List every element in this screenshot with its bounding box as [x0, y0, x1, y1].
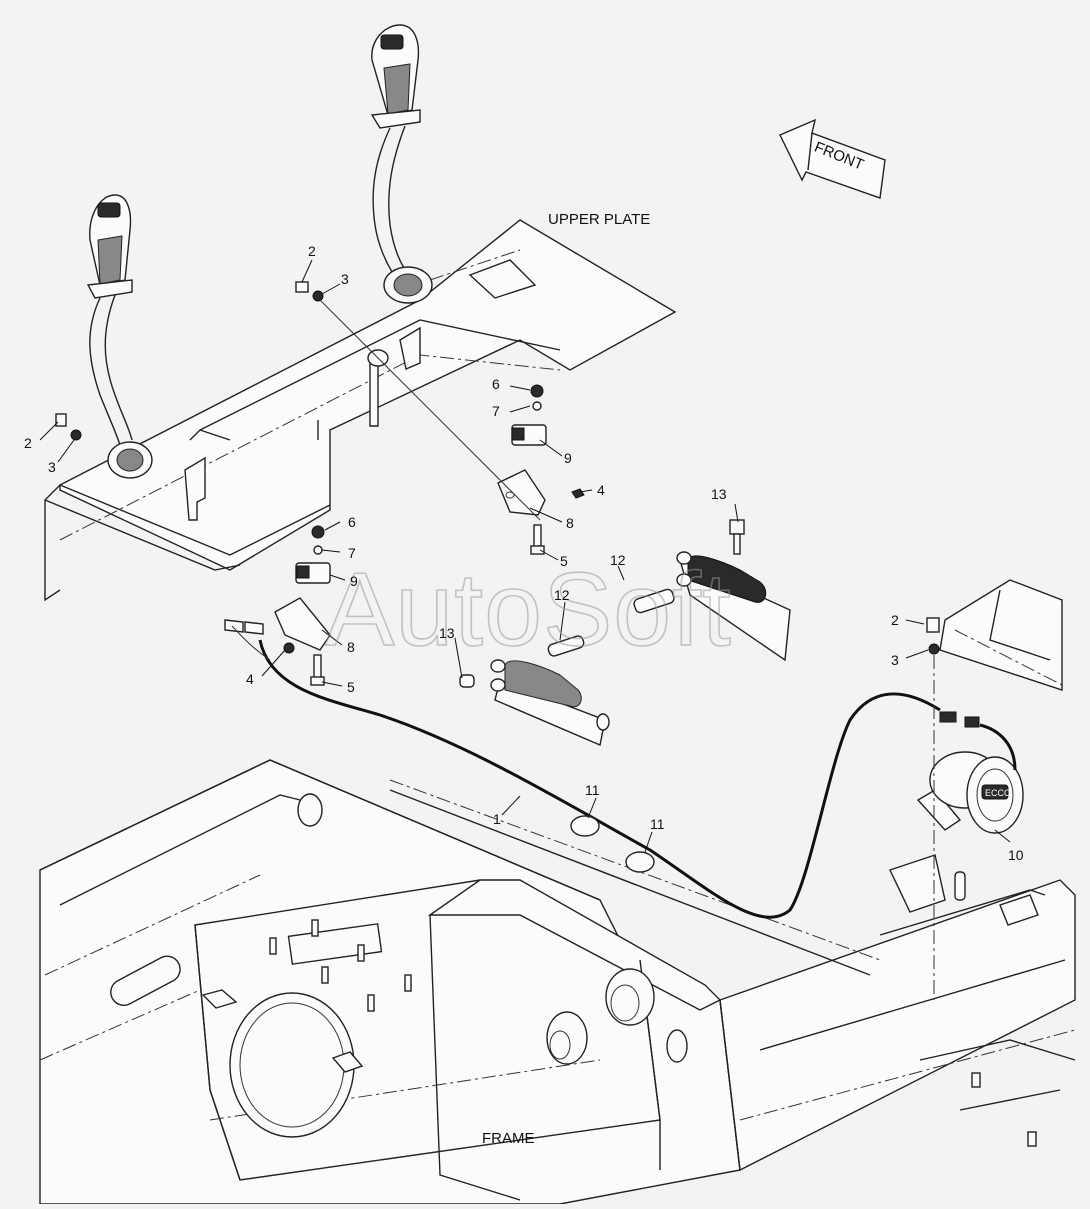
fasteners	[55, 281, 940, 1000]
callout-8: 8	[347, 639, 355, 655]
upper-plate-assembly	[44, 219, 677, 602]
callout-12: 12	[610, 552, 626, 568]
cable-clamp	[570, 815, 655, 873]
callout-numbers: 2 3 2 3 6 7 9 4 8 5 13 12 12 6 7 9 8 4 5…	[24, 243, 1024, 863]
callout-5: 5	[347, 679, 355, 695]
callout-1: 1	[493, 811, 501, 827]
callout-5: 5	[560, 553, 568, 569]
rubber-mount	[546, 968, 655, 1065]
spring-cylinder-right	[633, 519, 791, 662]
right-plate	[939, 579, 1063, 691]
callout-13: 13	[439, 625, 455, 641]
watermark: AutoSoft	[325, 552, 732, 668]
callout-2: 2	[891, 612, 899, 628]
frame-label: FRAME	[482, 1130, 535, 1147]
front-direction-arrow: FRONT	[779, 118, 886, 199]
right-joystick	[367, 24, 433, 367]
callout-8: 8	[566, 515, 574, 531]
callout-3: 3	[341, 271, 349, 287]
callout-3: 3	[891, 652, 899, 668]
callout-2: 2	[308, 243, 316, 259]
frame-assembly	[39, 759, 1076, 1205]
switch-bracket-upper	[497, 384, 585, 555]
leader-lines	[39, 259, 1011, 853]
callout-2: 2	[24, 435, 32, 451]
callout-6: 6	[348, 514, 356, 530]
left-joystick	[86, 194, 153, 479]
upper-plate-label: UPPER PLATE	[548, 211, 650, 228]
callout-12: 12	[554, 587, 570, 603]
callout-4: 4	[246, 671, 254, 687]
callout-9: 9	[350, 573, 358, 589]
callout-11: 11	[585, 782, 600, 798]
callout-6: 6	[492, 376, 500, 392]
backup-alarm: ECCO	[916, 711, 1024, 834]
switch-bracket-lower	[224, 525, 331, 686]
spring-cylinder-left	[459, 635, 610, 746]
wire-harness	[231, 625, 1017, 919]
callout-4: 4	[597, 482, 605, 498]
callout-13: 13	[711, 486, 727, 502]
callout-10: 10	[1008, 847, 1024, 863]
callout-3: 3	[48, 459, 56, 475]
callout-9: 9	[564, 450, 572, 466]
callout-11: 11	[650, 816, 665, 832]
alarm-badge: ECCO	[985, 788, 1011, 798]
callout-7: 7	[492, 403, 500, 419]
callout-7: 7	[348, 545, 356, 561]
